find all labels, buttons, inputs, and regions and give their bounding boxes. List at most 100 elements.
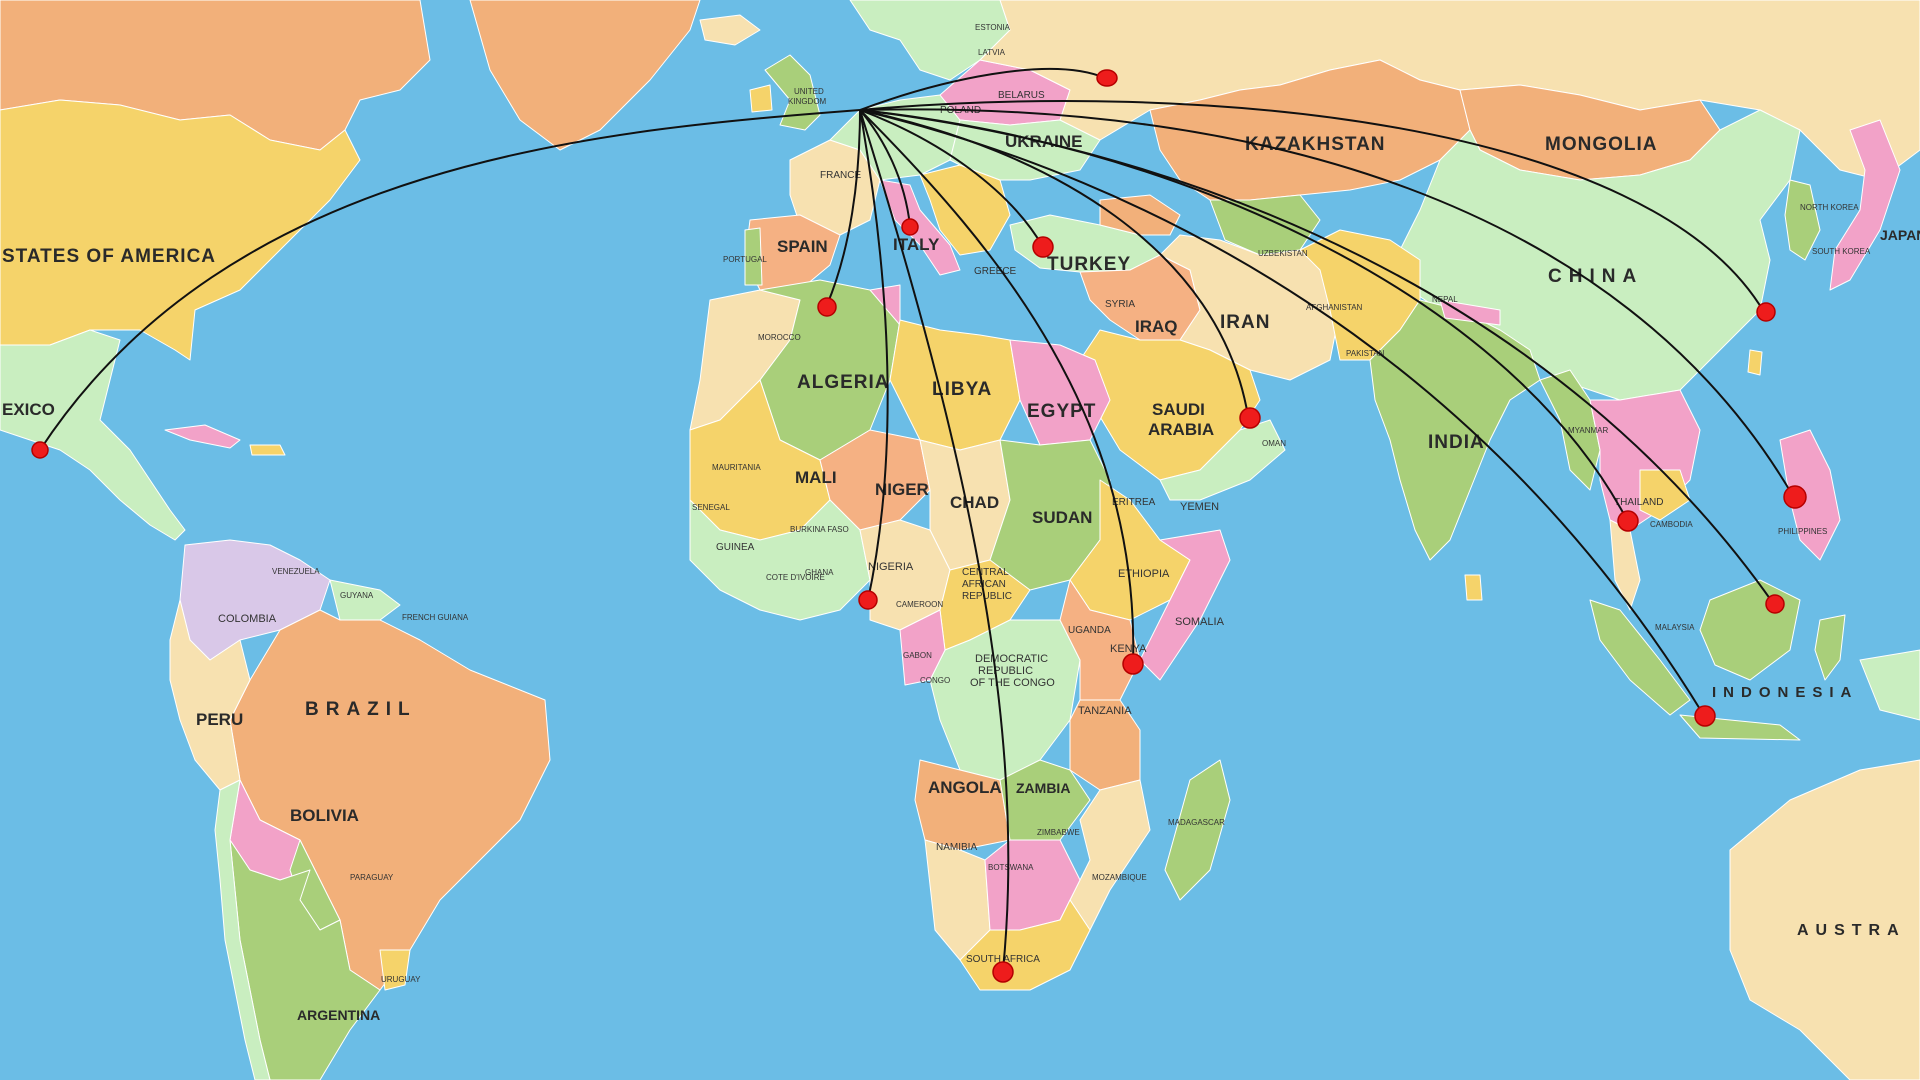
label-china: CHINA	[1548, 266, 1643, 287]
label-cambodia: CAMBODIA	[1650, 520, 1693, 529]
country-labels: STATES OF AMERICA EXICO SPAIN ITALY TURK…	[2, 23, 1920, 1023]
label-chad: CHAD	[950, 493, 999, 512]
marker-moscow	[1096, 69, 1118, 87]
label-afghanistan: AFGHANISTAN	[1306, 303, 1363, 312]
marker-kenya	[1122, 653, 1144, 675]
label-uk1: UNITED	[794, 87, 824, 96]
label-morocco: MOROCCO	[758, 333, 801, 342]
label-uruguay: URUGUAY	[381, 975, 421, 984]
routes	[39, 68, 1794, 971]
label-australia: AUSTRA	[1797, 922, 1906, 939]
egypt	[1009, 339, 1111, 446]
label-mongolia: MONGOLIA	[1545, 134, 1658, 155]
marker-borneo	[1765, 594, 1785, 614]
label-northkorea: NORTH KOREA	[1800, 203, 1859, 212]
label-turkey: TURKEY	[1047, 254, 1131, 275]
label-philippines: PHILIPPINES	[1778, 527, 1827, 536]
label-drc2: REPUBLIC	[978, 665, 1033, 677]
marker-nigeria	[858, 590, 878, 610]
label-japan: JAPAN	[1880, 227, 1920, 243]
label-uzbekistan: UZBEKISTAN	[1258, 249, 1308, 258]
route-to-south-africa	[859, 109, 1010, 971]
somalia	[1139, 529, 1231, 681]
label-latvia: LATVIA	[978, 48, 1006, 57]
cambodia-vietnam	[1639, 469, 1691, 521]
sri-lanka	[1464, 574, 1483, 601]
label-saudi2: ARABIA	[1148, 420, 1214, 439]
label-angola: ANGOLA	[928, 778, 1002, 797]
label-saudi1: SAUDI	[1152, 400, 1205, 419]
label-guinea: GUINEA	[716, 542, 755, 553]
label-oman: OMAN	[1262, 439, 1286, 448]
label-ethiopia: ETHIOPIA	[1118, 568, 1170, 580]
label-paraguay: PARAGUAY	[350, 873, 394, 882]
label-somalia: SOMALIA	[1175, 616, 1225, 628]
label-car3: REPUBLIC	[962, 591, 1012, 602]
label-brazil: BRAZIL	[305, 699, 417, 720]
label-argentina: ARGENTINA	[297, 1007, 380, 1023]
label-kazakhstan: KAZAKHSTAN	[1245, 134, 1386, 155]
sumatra	[1589, 599, 1691, 716]
marker-turkey	[1032, 236, 1054, 258]
madagascar	[1164, 759, 1231, 901]
japan	[1829, 119, 1901, 291]
label-zambia: ZAMBIA	[1016, 780, 1070, 796]
label-cameroon: CAMEROON	[896, 600, 943, 609]
marker-spain	[817, 297, 837, 317]
label-ivory: COTE D'IVOIRE	[766, 573, 825, 582]
label-italy: ITALY	[893, 235, 940, 254]
label-algeria: ALGERIA	[797, 372, 890, 393]
usa	[0, 99, 361, 361]
iran	[1159, 234, 1341, 381]
label-mauritania: MAURITANIA	[712, 463, 761, 472]
portugal	[744, 227, 763, 286]
label-frenchguiana: FRENCH GUIANA	[402, 613, 469, 622]
label-france: FRANCE	[820, 170, 861, 181]
label-ghana: GHANA	[805, 568, 834, 577]
label-uganda: UGANDA	[1068, 625, 1111, 636]
label-colombia: COLOMBIA	[218, 613, 277, 625]
label-niger: NIGER	[875, 480, 929, 499]
label-senegal: SENEGAL	[692, 503, 730, 512]
ukraine	[949, 119, 1101, 181]
label-estonia: ESTONIA	[975, 23, 1011, 32]
angola	[914, 759, 1011, 851]
ireland	[749, 84, 773, 113]
iceland	[699, 14, 761, 46]
nepal	[1439, 299, 1501, 326]
marker-mexico	[31, 441, 49, 459]
label-burkina: BURKINA FASO	[790, 525, 849, 534]
route-to-turkey	[859, 109, 1044, 248]
caucasus	[1099, 194, 1181, 236]
label-eritrea: ERITREA	[1112, 497, 1156, 508]
australia	[1729, 759, 1920, 1080]
korea	[1784, 179, 1821, 261]
label-drc3: OF THE CONGO	[970, 677, 1055, 689]
libya	[889, 319, 1021, 451]
route-to-moscow	[859, 68, 1106, 111]
marker-china	[1756, 302, 1776, 322]
label-tanzania: TANZANIA	[1078, 705, 1132, 717]
label-drc1: DEMOCRATIC	[975, 653, 1048, 665]
label-uk2: KINGDOM	[788, 97, 827, 106]
label-yemen: YEMEN	[1180, 501, 1219, 513]
greenland	[469, 0, 701, 151]
congo-gabon	[899, 609, 946, 686]
label-sudan: SUDAN	[1032, 508, 1092, 527]
route-to-mexico	[39, 109, 861, 451]
label-malaysia: MALAYSIA	[1655, 623, 1695, 632]
hispaniola	[249, 444, 286, 456]
route-to-china	[859, 100, 1765, 313]
label-gabon: GABON	[903, 651, 932, 660]
label-mexico: EXICO	[2, 400, 55, 419]
label-belarus: BELARUS	[998, 90, 1045, 101]
guianas	[329, 579, 401, 621]
marker-philippines	[1783, 485, 1807, 509]
label-venezuela: VENEZUELA	[272, 567, 320, 576]
label-kenya: KENYA	[1110, 643, 1147, 655]
uruguay	[379, 949, 411, 991]
marker-java	[1694, 705, 1716, 727]
label-namibia: NAMIBIA	[936, 842, 977, 853]
